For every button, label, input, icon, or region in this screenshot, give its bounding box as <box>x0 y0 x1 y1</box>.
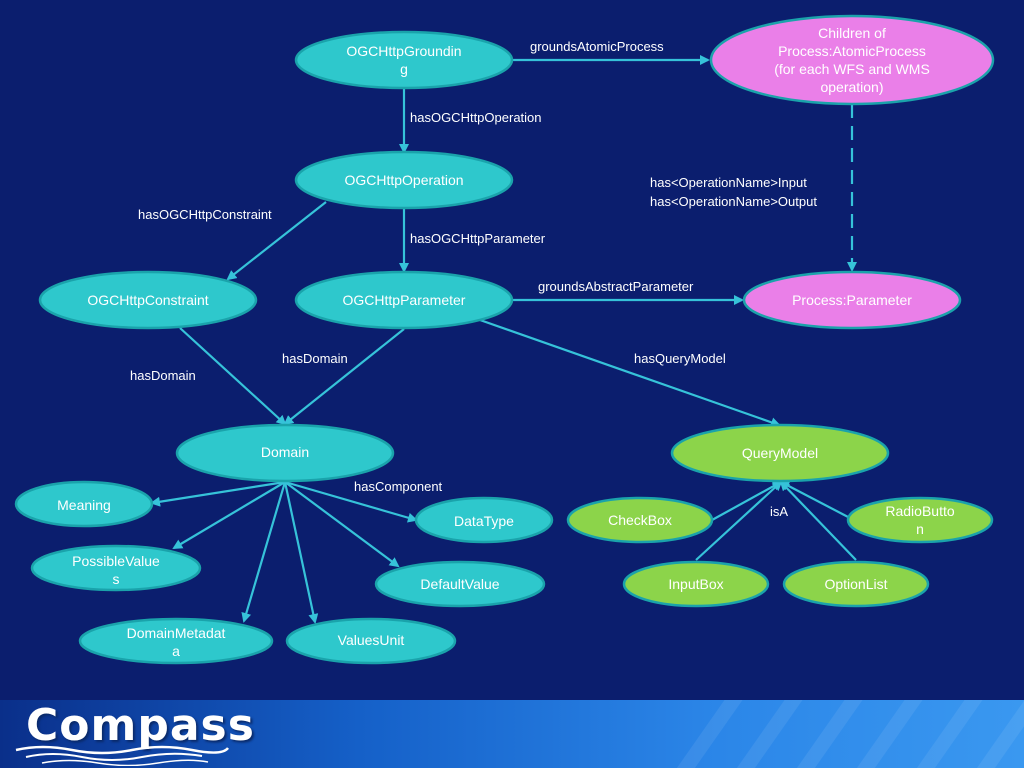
edge-label-grounds-atomic-process: groundsAtomicProcess <box>530 39 664 54</box>
node-meaning[interactable] <box>14 480 154 528</box>
edge-domain-meaning <box>150 480 286 507</box>
node-process-parameter[interactable] <box>742 270 962 330</box>
node-domain[interactable] <box>175 423 395 483</box>
edge-domain-values-unit <box>283 481 319 624</box>
edge-domain-data-type <box>284 480 418 523</box>
edge-label-has-ogc-http-operation: hasOGCHttpOperation <box>410 110 542 125</box>
edge-checkbox-isa <box>711 481 783 521</box>
edge-domain-default-value <box>284 481 400 568</box>
node-ogc-http-constraint[interactable] <box>38 270 258 330</box>
node-option-list[interactable] <box>782 560 930 608</box>
edge-domain-possible-values <box>172 481 286 550</box>
edge-radiobutton-isa <box>779 481 851 519</box>
node-check-box[interactable] <box>566 496 714 544</box>
node-values-unit[interactable] <box>285 617 457 665</box>
edge-label-has-ogc-http-constraint: hasOGCHttpConstraint <box>138 207 272 222</box>
diagram-edges <box>14 14 995 665</box>
edge-label-has-domain-right: hasDomain <box>282 351 348 366</box>
edge-inputbox-isa <box>695 480 783 561</box>
edge-label-has-domain-left: hasDomain <box>130 368 196 383</box>
edge-label-has-input: has<OperationName>Input <box>650 175 807 190</box>
edge-label-has-query-model: hasQueryModel <box>634 351 726 366</box>
node-possible-values[interactable] <box>30 544 202 592</box>
edge-label-is-a: isA <box>770 504 789 519</box>
compass-logo-waves-icon <box>15 745 229 766</box>
node-query-model[interactable] <box>670 423 890 483</box>
node-domain-metadata[interactable] <box>78 617 274 665</box>
footer-bar: Compass <box>0 700 1024 768</box>
edge-has-ogc-http-constraint <box>226 201 327 281</box>
node-default-value[interactable] <box>374 560 546 608</box>
edge-label-has-component: hasComponent <box>354 479 443 494</box>
node-input-box[interactable] <box>622 560 770 608</box>
edge-parameter-has-domain <box>283 328 405 426</box>
edge-label-has-ogc-http-parameter: hasOGCHttpParameter <box>410 231 546 246</box>
node-ogc-http-grounding[interactable] <box>294 30 514 90</box>
edge-label-has-output: has<OperationName>Output <box>650 194 817 209</box>
edge-domain-domain-metadata <box>241 481 287 623</box>
node-data-type[interactable] <box>414 496 554 544</box>
edge-has-query-model <box>479 318 781 428</box>
node-ogc-http-parameter[interactable] <box>294 270 514 330</box>
edge-constraint-has-domain <box>179 327 287 426</box>
compass-logo-text: Compass <box>26 700 255 751</box>
edge-optionlist-isa <box>779 480 857 561</box>
node-radio-button[interactable] <box>846 496 994 544</box>
node-children-atomic-process[interactable] <box>709 14 995 106</box>
node-ogc-http-operation[interactable] <box>294 150 514 210</box>
edge-label-grounds-abstract-parameter: groundsAbstractParameter <box>538 279 694 294</box>
